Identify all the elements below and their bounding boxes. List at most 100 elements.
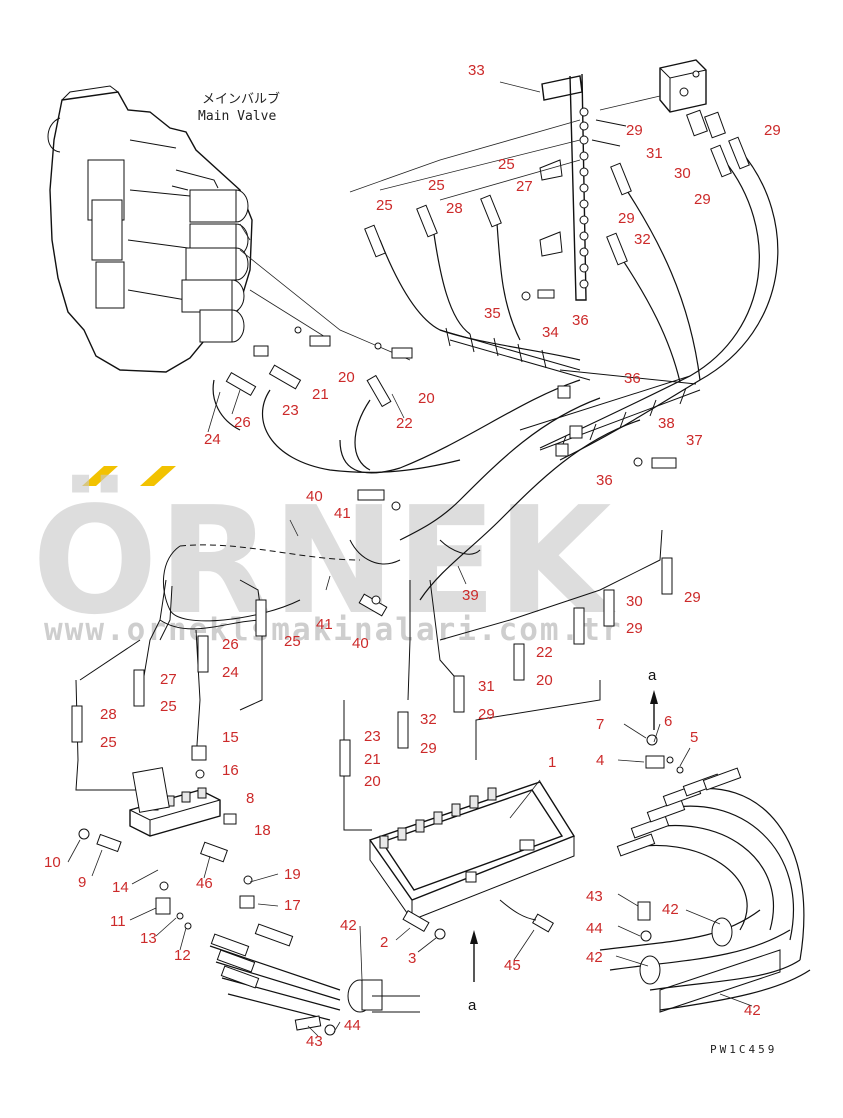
callout-label: 20 <box>418 390 435 407</box>
callout-label: 43 <box>306 1033 323 1050</box>
bracket-fittings-row <box>379 787 497 849</box>
callout-label: 29 <box>626 122 643 139</box>
callout-label: 36 <box>572 312 589 329</box>
callout-label: 29 <box>618 210 635 227</box>
callout-label: 11 <box>110 913 126 930</box>
callout-label: 25 <box>428 177 445 194</box>
callout-label: 27 <box>160 671 177 688</box>
callout-label: 27 <box>516 178 533 195</box>
callout-label: 9 <box>78 874 86 891</box>
callout-label: 14 <box>112 879 129 896</box>
callout-labels: 33 29 31 29 30 29 25 27 25 28 29 32 25 3… <box>44 62 781 1050</box>
callout-label: 31 <box>646 145 663 162</box>
callout-label: 29 <box>420 740 437 757</box>
callout-label: 45 <box>504 957 521 974</box>
callout-label: 34 <box>542 324 559 341</box>
watermark: ÖRNEK www.orneklsmakinalari.com.tr <box>32 466 623 648</box>
callout-label: 21 <box>312 386 329 403</box>
callout-label: 16 <box>222 762 239 779</box>
callout-label: 25 <box>284 633 301 650</box>
callout-label: 20 <box>536 672 553 689</box>
lower-left-assembly <box>71 579 420 1036</box>
callout-label: 32 <box>634 231 651 248</box>
lower-right-hoses <box>599 767 811 1013</box>
main-valve-assembly <box>47 85 253 373</box>
callout-label: 41 <box>334 505 351 522</box>
callout-label: 32 <box>420 711 437 728</box>
callout-label: 28 <box>446 200 463 217</box>
upper-leaders <box>239 81 661 361</box>
callout-label: 18 <box>254 822 271 839</box>
callout-label: 44 <box>344 1017 361 1034</box>
callout-label: 25 <box>100 734 117 751</box>
drawing-number: PW1C459 <box>710 1043 777 1056</box>
fitting-bracket-upper <box>539 73 627 301</box>
callout-leaders <box>67 223 753 1037</box>
callout-label: 7 <box>596 716 604 733</box>
watermark-accent-left <box>82 466 118 486</box>
callout-label: 22 <box>536 644 553 661</box>
main-valve-title-jp: メインバルブ <box>202 91 280 107</box>
callout-label: 5 <box>690 729 698 746</box>
callout-label: 23 <box>282 402 299 419</box>
callout-label: 24 <box>204 431 221 448</box>
callout-label: 29 <box>684 589 701 606</box>
watermark-brand: ÖRNEK <box>32 474 617 647</box>
callout-label: 26 <box>234 414 251 431</box>
callout-label: 25 <box>498 156 515 173</box>
callout-label: 2 <box>380 934 388 951</box>
callout-label: 30 <box>674 165 691 182</box>
callout-label: 41 <box>316 616 333 633</box>
callout-label: 44 <box>586 920 603 937</box>
callout-label: 46 <box>196 875 213 892</box>
callout-label: 20 <box>364 773 381 790</box>
callout-label: 25 <box>160 698 177 715</box>
callout-label: 42 <box>340 917 357 934</box>
callout-label: 29 <box>478 706 495 723</box>
callout-label: 4 <box>596 752 604 769</box>
callout-label: 21 <box>364 751 381 768</box>
callout-label: 30 <box>626 593 643 610</box>
view-ref-a-lower: a <box>468 997 477 1014</box>
solenoid-valves <box>181 189 249 343</box>
callout-label: 28 <box>100 706 117 723</box>
callout-label: 42 <box>662 901 679 918</box>
callout-label: 24 <box>222 664 239 681</box>
main-bracket <box>339 529 673 982</box>
callout-label: 17 <box>284 897 301 914</box>
callout-label: 25 <box>376 197 393 214</box>
right-detail <box>645 690 684 774</box>
callout-label: 33 <box>468 62 485 79</box>
callout-label: 29 <box>764 122 781 139</box>
callout-label: 29 <box>694 191 711 208</box>
callout-label: 40 <box>352 635 369 652</box>
upper-fittings <box>225 136 750 469</box>
callout-label: 29 <box>626 620 643 637</box>
callout-label: 42 <box>744 1002 761 1019</box>
callout-label: 6 <box>664 713 672 730</box>
callout-label: 10 <box>44 854 61 871</box>
callout-label: 3 <box>408 950 416 967</box>
callout-label: 36 <box>624 370 641 387</box>
callout-label: 36 <box>596 472 613 489</box>
callout-label: 37 <box>686 432 703 449</box>
callout-label: 15 <box>222 729 239 746</box>
watermark-accent-right <box>140 466 176 486</box>
callout-label: 35 <box>484 305 501 322</box>
callout-label: 38 <box>658 415 675 432</box>
callout-label: 20 <box>338 369 355 386</box>
callout-label: 19 <box>284 866 301 883</box>
callout-label: 39 <box>462 587 479 604</box>
callout-label: 1 <box>548 754 556 771</box>
main-valve-title-en: Main Valve <box>198 109 276 124</box>
junction-block <box>659 59 726 139</box>
callout-label: 31 <box>478 678 495 695</box>
callout-label: 12 <box>174 947 191 964</box>
callout-label: 26 <box>222 636 239 653</box>
callout-label: 22 <box>396 415 413 432</box>
watermark-url: www.orneklsmakinalari.com.tr <box>44 612 623 648</box>
callout-label: 40 <box>306 488 323 505</box>
callout-label: 42 <box>586 949 603 966</box>
view-ref-a-upper: a <box>648 667 657 684</box>
